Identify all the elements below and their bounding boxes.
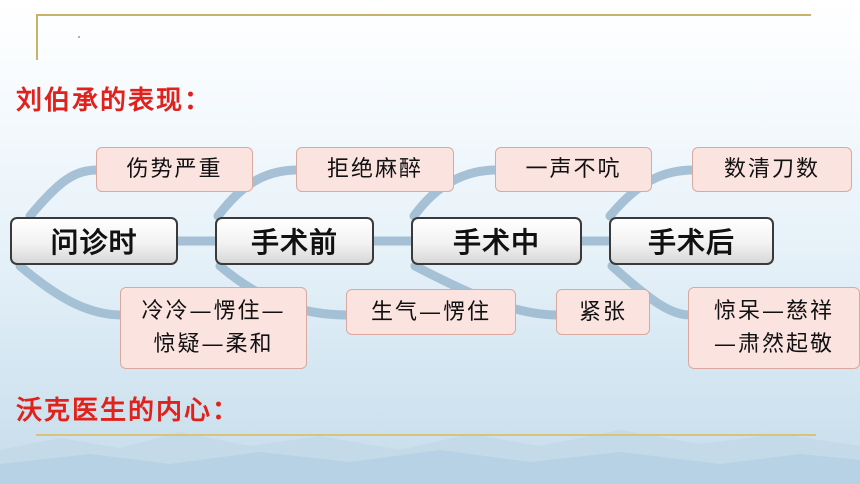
note-line: 冷冷—愣住— [141,299,286,324]
stage-consultation: 问诊时 [10,217,178,265]
bottom-divider [36,434,816,436]
heading-liu-bocheng: 刘伯承的表现： [16,86,213,116]
note-refuse-anesthesia: 拒绝麻醉 [296,147,454,192]
note-line: —肃然起敬 [713,332,834,357]
note-walker-post-surgery: 惊呆—慈祥 —肃然起敬 [688,287,860,369]
decorative-dot [78,36,80,38]
frame-top-border [36,14,811,16]
note-line: 紧张 [578,299,627,325]
note-walker-during-surgery: 紧张 [556,289,650,335]
note-walker-consultation: 冷冷—愣住— 惊疑—柔和 [120,287,307,369]
frame-left-border [36,14,38,60]
stage-during-surgery: 手术中 [411,217,582,265]
note-count-cuts: 数清刀数 [692,147,852,192]
note-severe-injury: 伤势严重 [96,147,253,192]
note-line: 惊疑—柔和 [153,332,274,357]
stage-pre-surgery: 手术前 [215,217,374,265]
note-line: 惊呆—慈祥 [713,299,834,324]
note-silent: 一声不吭 [495,147,652,192]
mountain-silhouette [0,430,860,484]
note-line: 生气—愣住 [370,299,491,325]
heading-walker-inner: 沃克医生的内心： [16,396,241,426]
stage-post-surgery: 手术后 [609,217,774,265]
note-walker-pre-surgery: 生气—愣住 [346,289,516,335]
